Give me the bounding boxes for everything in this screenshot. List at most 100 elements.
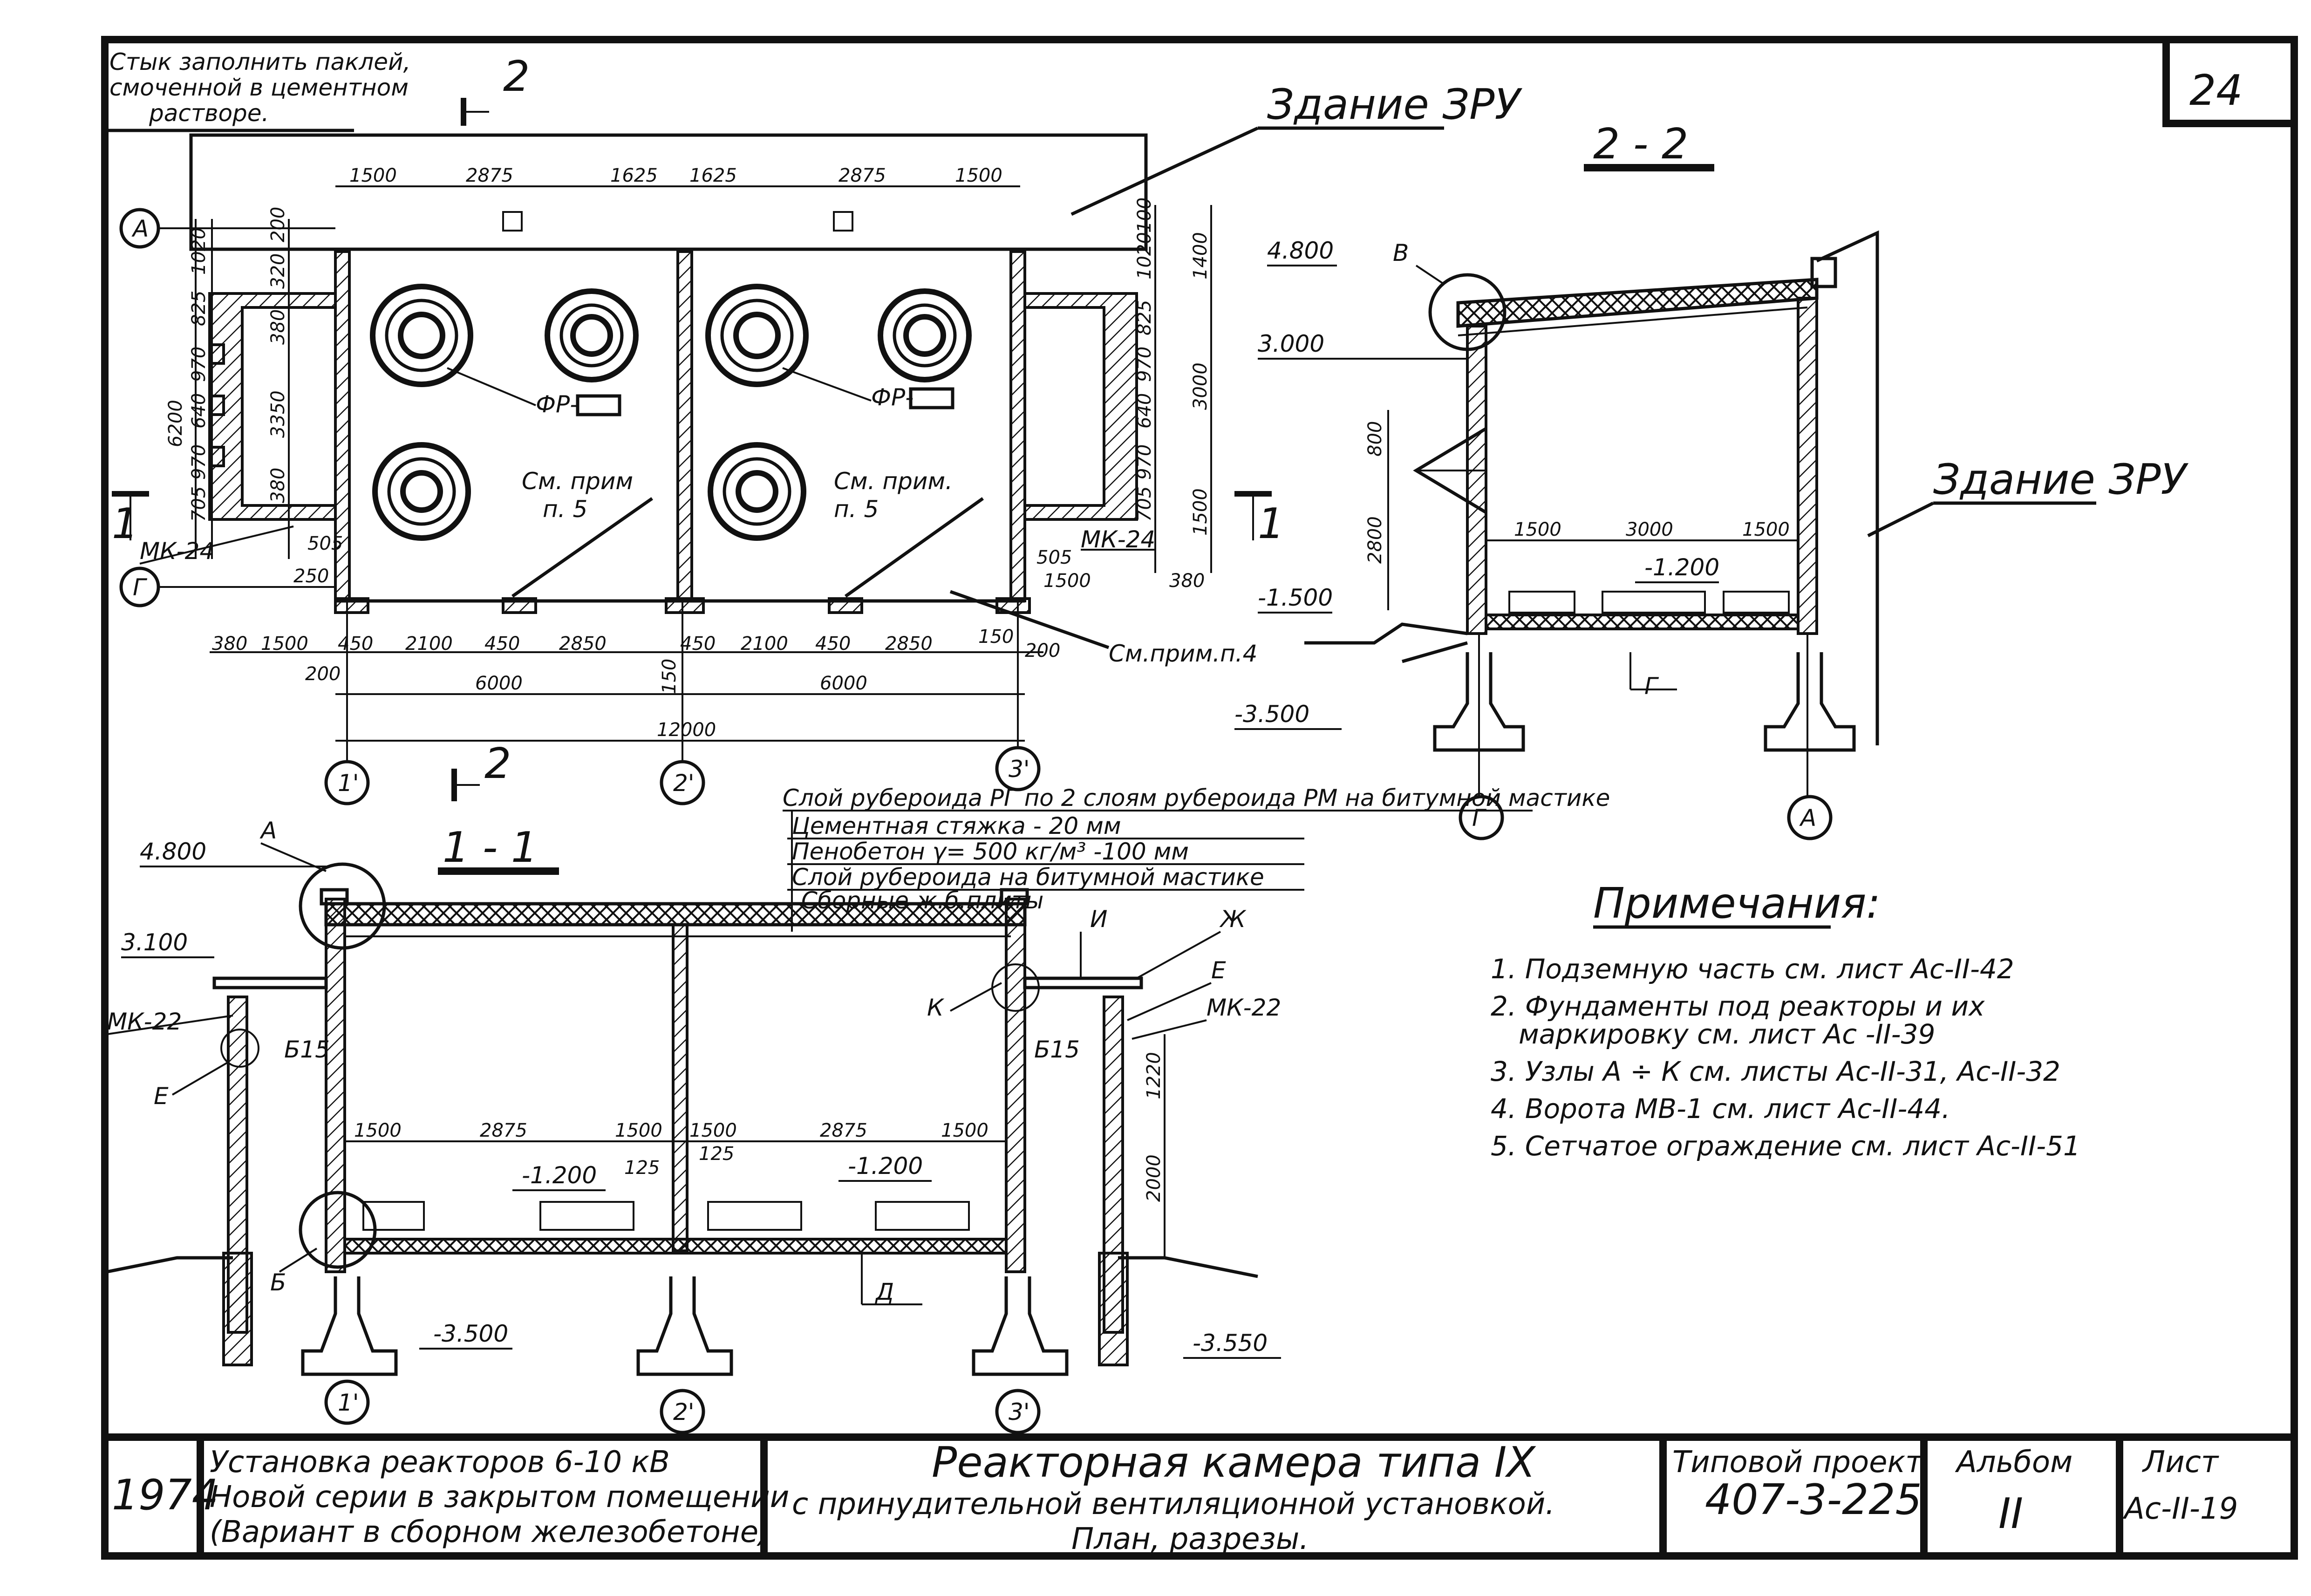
plan-axis-g: Г [133, 574, 148, 601]
tb-sheet-label: Лист [2142, 1445, 2219, 1480]
s22-elev-1500: -1.500 [1258, 584, 1333, 611]
plan-left-dim-970: 970 [188, 347, 210, 382]
plan-bottom-dim-1500: 1500 [261, 633, 308, 655]
plan-bottom-dim-2100a: 2100 [405, 633, 453, 655]
plan-left-dim-250: 250 [293, 566, 329, 587]
plan-bottom-dim-2100b: 2100 [741, 633, 788, 655]
s11-dim-1220: 1220 [1143, 1052, 1165, 1099]
plan-axis-3: 3' [1009, 756, 1030, 783]
note-2: 2. Фундаменты под реакторы и их [1491, 990, 1985, 1022]
plan-right-dim-970: 970 [1134, 347, 1155, 382]
plan-see-note-2b: п. 5 [834, 496, 879, 523]
plan-top-dim-4: 1625 [689, 165, 737, 186]
s11-dim-1500c: 1500 [689, 1120, 737, 1141]
tb-project-number: 407-3-225 [1705, 1475, 1922, 1524]
plan-left-dim-825: 825 [188, 291, 210, 326]
plan-top-dim-3: 1625 [610, 165, 658, 186]
plan-bottom-dim-450b: 450 [484, 633, 520, 655]
plan-view: Здание ЗРУ 1500 2875 1625 1625 2875 1500 [112, 52, 1522, 805]
plan-mk24-right: МК-24 [1081, 526, 1155, 553]
s22-dim-2800: 2800 [1364, 516, 1386, 564]
s11-elev-4800: 4.800 [140, 838, 206, 865]
s11-label-e-left: Е [154, 1083, 169, 1110]
s22-dim-3000: 3000 [1626, 519, 1673, 540]
s11-dim-125a: 125 [624, 1157, 660, 1179]
plan-right-dim-380: 380 [1169, 570, 1205, 592]
s11-label-mk22-left: МК-22 [107, 1008, 182, 1035]
reactor-6 [708, 442, 806, 541]
tb-subject-3: (Вариант в сборном железобетоне) [210, 1515, 770, 1549]
plan-bottom-dim-450d: 450 [815, 633, 851, 655]
top-note-line-3: растворе. [149, 100, 269, 127]
plan-left-dim-505: 505 [307, 533, 343, 554]
note-2b: маркировку см. лист Ас -II-39 [1519, 1018, 1935, 1050]
plan-right-dim-640: 640 [1134, 393, 1155, 429]
plan-left-dim-1020: 1020 [188, 227, 210, 275]
top-note: Стык заполнить паклей, смоченной в цемен… [107, 48, 410, 132]
tb-title-2: с принудительной вентиляционной установк… [792, 1487, 1555, 1521]
s11-label-i: И [1090, 906, 1107, 933]
tb-year: 1974 [112, 1471, 218, 1520]
tb-project-label: Типовой проект [1672, 1445, 1923, 1480]
section-2-2-title: 2 - 2 [1593, 120, 1688, 169]
plan-bottom-dim-2850a: 2850 [559, 633, 607, 655]
s11-dim-2875b: 2875 [820, 1120, 867, 1141]
plan-top-dim-1: 1500 [349, 165, 397, 186]
s11-dim-1500a: 1500 [354, 1120, 402, 1141]
plan-bottom-dim-450a: 450 [338, 633, 373, 655]
plan-left-dim-640: 640 [188, 393, 210, 429]
plan-bottom-dim-150: 150 [978, 626, 1014, 648]
s11-label-k: К [927, 994, 945, 1021]
s11-dim-1500b: 1500 [615, 1120, 662, 1141]
plan-left-dim-320: 320 [267, 253, 289, 289]
plan-bottom-dim-200: 200 [1025, 640, 1060, 662]
s22-elev-3500: -3.500 [1234, 701, 1309, 728]
section-1-1-title: 1 - 1 [443, 823, 538, 872]
plan-see-note-1: См. прим [522, 468, 633, 495]
plan-right-dim-825: 825 [1134, 300, 1155, 335]
roof-layer-4: Слой рубероида на битумной мастике [792, 864, 1264, 891]
s11-dim-2000: 2000 [1143, 1154, 1165, 1202]
s11-elev-3500: -3.500 [433, 1320, 508, 1347]
plan-left-dim-380: 380 [267, 309, 289, 345]
plan-bottom-dim-6000a: 6000 [475, 673, 523, 694]
note-3: 3. Узлы А ÷ К см. листы Ас-II-31, Ас-II-… [1491, 1056, 2060, 1087]
s22-dim-800: 800 [1364, 421, 1386, 457]
reactor-2 [545, 288, 639, 382]
plan-see-note-1b: п. 5 [543, 496, 587, 523]
s11-dim-125b: 125 [699, 1143, 734, 1165]
plan-building-label: Здание ЗРУ [1267, 80, 1522, 129]
plan-left-dim-970b: 970 [188, 444, 210, 480]
plan-section-mark-bottom: 2 [484, 739, 511, 788]
s11-label-b15-right: Б15 [1034, 1036, 1080, 1063]
s11-dim-1500d: 1500 [941, 1120, 988, 1141]
s11-label-zh: Ж [1219, 906, 1247, 933]
plan-section-mark-left: 1 [112, 499, 138, 548]
roof-layer-3: Пенобетон γ= 500 кг/м³ -100 мм [792, 838, 1189, 865]
s22-elev-4800: 4.800 [1267, 237, 1334, 264]
section-1-1: 1 - 1 4.800 [107, 817, 1281, 1434]
s11-elev-3550: -3.550 [1193, 1330, 1268, 1357]
plan-bottom-dim-6000b: 6000 [820, 673, 867, 694]
s22-dim-1500a: 1500 [1514, 519, 1561, 540]
plan-left-dim-3350: 3350 [267, 390, 289, 438]
plan-right-dim-3000: 3000 [1190, 362, 1211, 410]
s11-elev-3100: 3.100 [121, 929, 188, 956]
s22-dim-1500b: 1500 [1742, 519, 1790, 540]
tb-subject-2: Новой серии в закрытом помещении [210, 1480, 789, 1514]
plan-label-fr-2: ФР- [871, 384, 913, 411]
s22-axis-a: А [1799, 805, 1816, 832]
plan-top-dim-2: 2875 [466, 165, 513, 186]
s11-axis-2: 2' [673, 1398, 695, 1425]
s22-axis-g: Г [1472, 805, 1487, 832]
plan-right-dim-1020: 1020 [1134, 232, 1155, 280]
reactor-1 [370, 284, 473, 387]
sheet-number: 24 [2189, 66, 2243, 115]
tb-sheet-value: Ас-II-19 [2122, 1492, 2238, 1526]
plan-right-dim-1500: 1500 [1190, 488, 1211, 536]
plan-see-note-2: См. прим. [834, 468, 953, 495]
note-4: 4. Ворота МВ-1 см. лист Ас-II-44. [1491, 1093, 1950, 1125]
s22-elev-3000: 3.000 [1258, 330, 1324, 357]
plan-axis-a: А [131, 215, 149, 242]
plan-right-dim-705: 705 [1134, 486, 1155, 522]
